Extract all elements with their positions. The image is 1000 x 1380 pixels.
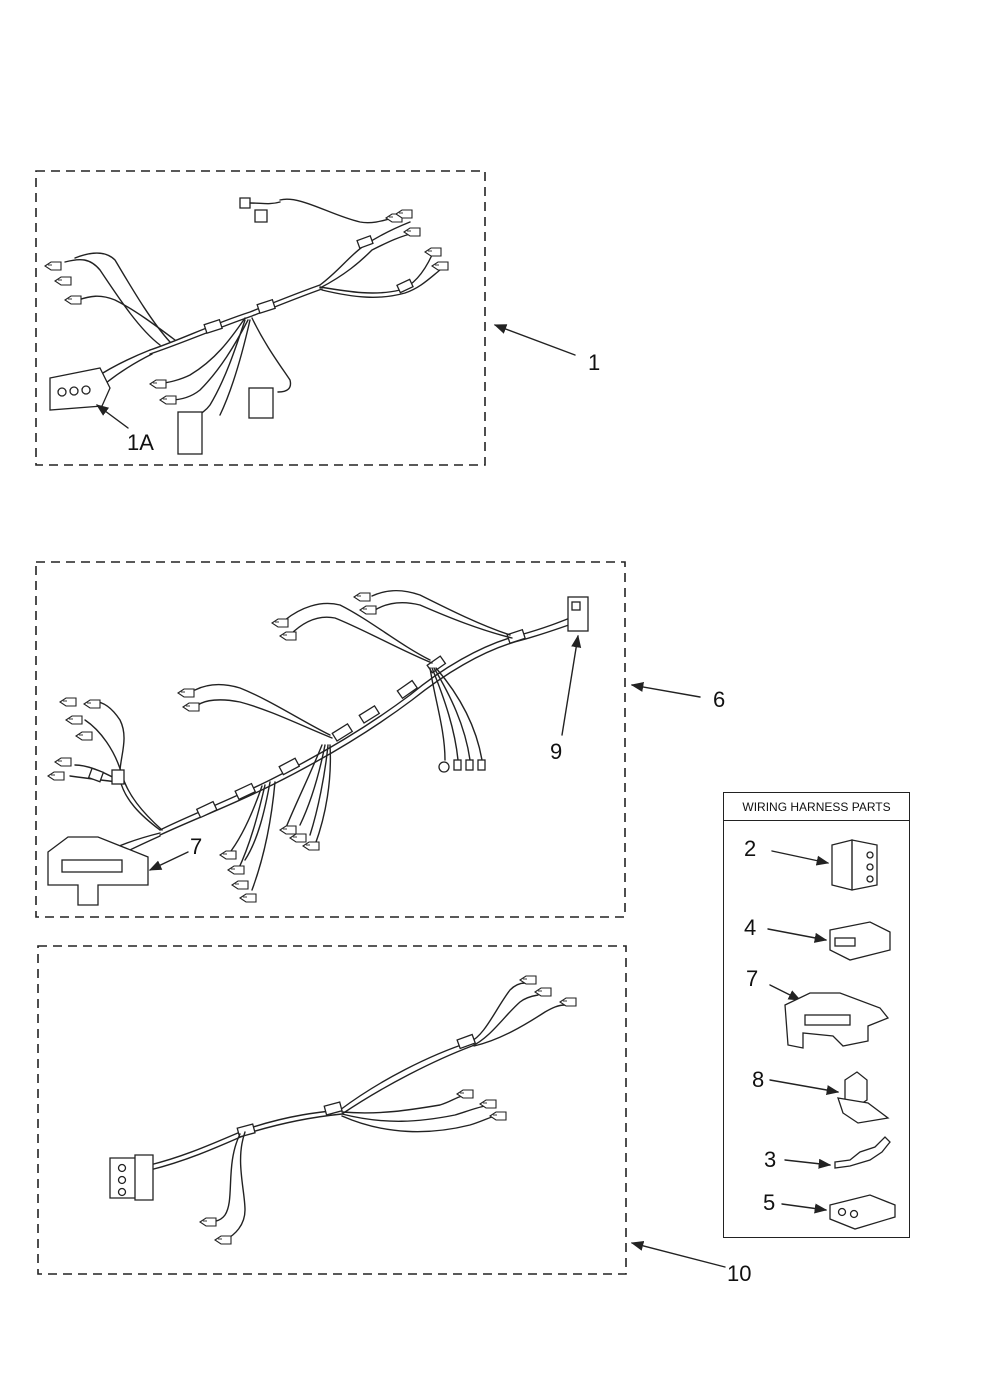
legend-item-label: 8: [752, 1067, 765, 1092]
callout-1a: 1A: [127, 430, 154, 455]
legend-item-label: 2: [744, 836, 757, 861]
harness-1-group: [35, 170, 576, 466]
callout-10: 10: [727, 1261, 752, 1286]
callout-9: 9: [550, 739, 563, 764]
legend-title: WIRING HARNESS PARTS: [724, 793, 909, 821]
harness-10-group: [37, 945, 726, 1275]
legend-parts: [767, 839, 896, 1230]
harness-10-frame: [37, 945, 627, 1275]
legend-item-label: 5: [763, 1190, 776, 1215]
legend-item-label: 4: [744, 915, 757, 940]
wiring-harness-parts-legend: WIRING HARNESS PARTS: [723, 792, 910, 1238]
legend-item-label: 3: [764, 1147, 777, 1172]
legend-item-label: 7: [746, 966, 759, 991]
harness-6-frame: [35, 561, 626, 918]
harness-1-frame: [35, 170, 486, 466]
callout-7: 7: [190, 834, 203, 859]
callout-6: 6: [713, 687, 726, 712]
callout-1: 1: [588, 350, 601, 375]
harness-6-group: [35, 561, 701, 918]
